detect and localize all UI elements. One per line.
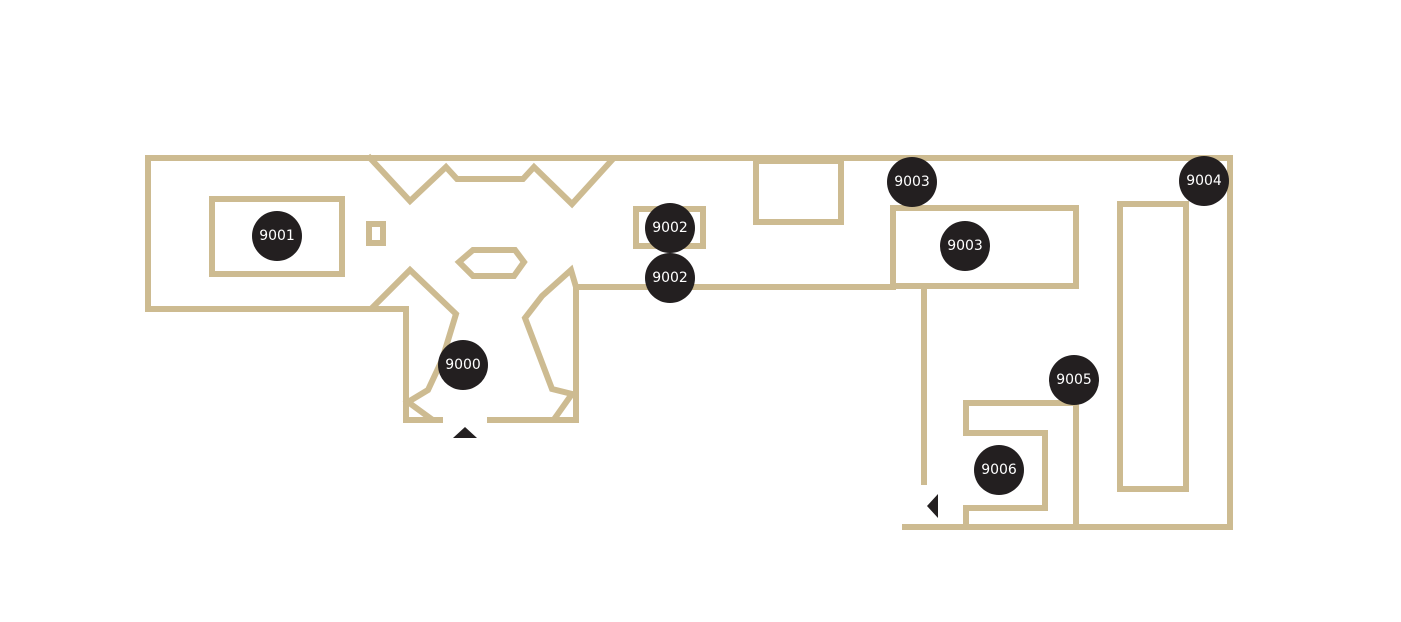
marker-label: 9004: [1186, 173, 1222, 189]
entrances: [453, 427, 938, 518]
marker-label: 9003: [894, 174, 930, 190]
room-marker-9005[interactable]: 9005: [1049, 355, 1099, 405]
right-outer-wall: [902, 155, 1233, 530]
room-9005-wall: [963, 400, 1079, 530]
room-marker-9000[interactable]: 9000: [438, 340, 488, 390]
marker-label: 9002: [652, 270, 688, 286]
marker-label: 9001: [259, 228, 295, 244]
lobby-hexagon: [454, 247, 528, 279]
room-marker-9001[interactable]: 9001: [252, 211, 302, 261]
marker-circle: [645, 253, 695, 303]
marker-label: 9006: [981, 462, 1017, 478]
room-marker-9003-upper[interactable]: 9003: [887, 157, 937, 207]
entrance-arrow-up-icon: [453, 427, 477, 438]
marker-circle: [940, 221, 990, 271]
entrance-arrow-left-icon: [927, 494, 938, 518]
marker-label: 9002: [652, 220, 688, 236]
marker-circle: [252, 211, 302, 261]
marker-label: 9000: [445, 357, 481, 373]
marker-circle: [887, 157, 937, 207]
outer-wall: [145, 155, 1233, 312]
room-marker-9003-lower[interactable]: 9003: [940, 221, 990, 271]
marker-circle: [1179, 156, 1229, 206]
walls: [145, 153, 1233, 530]
marker-circle: [645, 203, 695, 253]
small-pillar: [366, 221, 386, 246]
lobby-right-diagonal: [521, 264, 580, 423]
room-9003-outline: [890, 205, 1079, 289]
room-marker-9002-upper[interactable]: 9002: [645, 203, 695, 253]
marker-circle: [974, 445, 1024, 495]
marker-label: 9005: [1056, 372, 1092, 388]
room-marker-9004[interactable]: 9004: [1179, 156, 1229, 206]
room-marker-9006[interactable]: 9006: [974, 445, 1024, 495]
room-markers: 9000 9001 9002 9002 9003 9003 9004 9005: [252, 156, 1229, 495]
marker-circle: [438, 340, 488, 390]
lobby-left-diagonal: [368, 265, 460, 423]
lobby-top-chevron: [365, 153, 617, 209]
room-marker-9002-lower[interactable]: 9002: [645, 253, 695, 303]
room-9001-outline: [209, 196, 345, 277]
marker-circle: [1049, 355, 1099, 405]
room-9004-outline: [1117, 201, 1189, 492]
marker-label: 9003: [947, 238, 983, 254]
storage-box-outline: [753, 158, 844, 225]
lobby-walls: [370, 284, 896, 423]
